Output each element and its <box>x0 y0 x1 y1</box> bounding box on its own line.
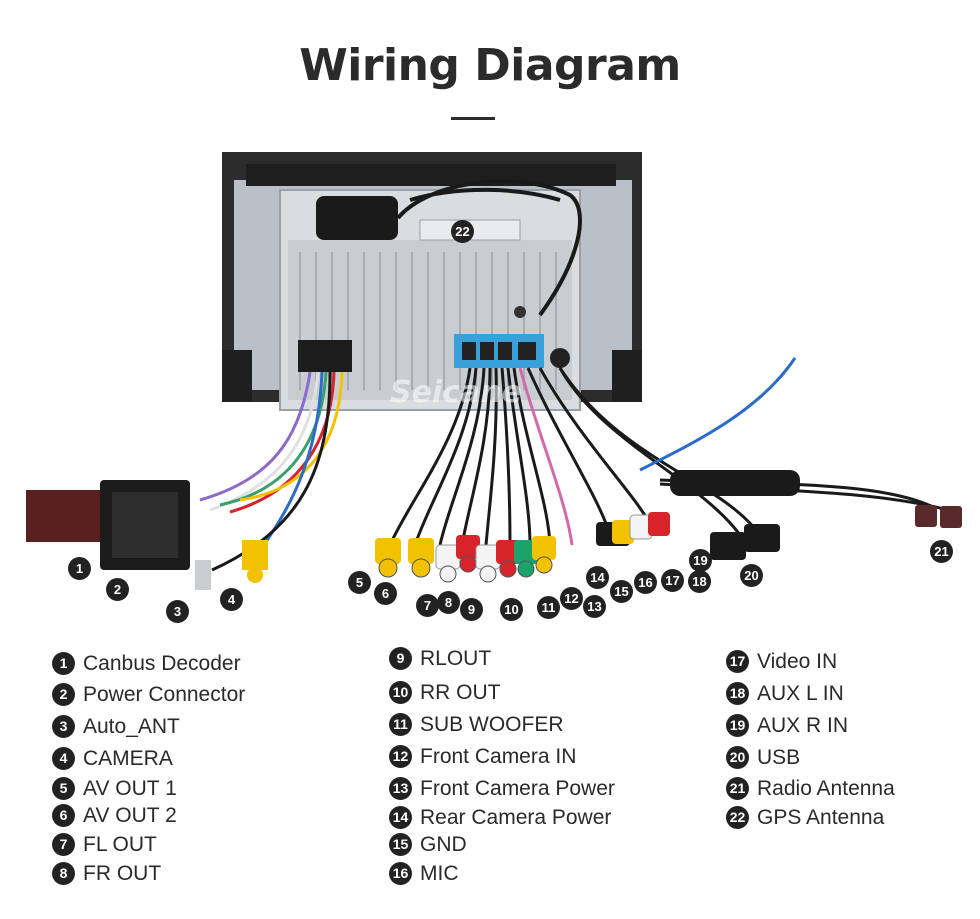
diagram-callout-badge: 7 <box>416 594 439 617</box>
legend-label: CAMERA <box>83 747 173 770</box>
legend-label: MIC <box>420 862 459 885</box>
legend-label: Radio Antenna <box>757 777 895 800</box>
legend-number-badge: 1 <box>52 652 75 675</box>
diagram-callout-badge: 14 <box>586 566 609 589</box>
diagram-callout-badge: 5 <box>348 571 371 594</box>
diagram-callout-badge: 8 <box>437 591 460 614</box>
title-underline <box>451 117 495 120</box>
legend-label: Canbus Decoder <box>83 652 241 675</box>
legend-number-badge: 10 <box>389 681 412 704</box>
legend-label: SUB WOOFER <box>420 713 564 736</box>
legend-label: GPS Antenna <box>757 806 885 829</box>
legend-number-badge: 17 <box>726 650 749 673</box>
legend-number-badge: 4 <box>52 747 75 770</box>
diagram-callout-badge: 19 <box>689 549 712 572</box>
diagram-callout-badge: 17 <box>661 569 684 592</box>
legend-number-badge: 18 <box>726 682 749 705</box>
legend-number-badge: 14 <box>389 806 412 829</box>
diagram-callout-badge: 1 <box>68 557 91 580</box>
legend-label: USB <box>757 746 801 769</box>
legend-label: AUX L IN <box>757 682 844 705</box>
legend-number-badge: 21 <box>726 777 749 800</box>
diagram-callout-badge: 9 <box>460 598 483 621</box>
legend-label: Front Camera IN <box>420 745 577 768</box>
diagram-callout-badge: 4 <box>220 588 243 611</box>
diagram-callout-badge: 20 <box>740 564 763 587</box>
watermark-text: Seicane <box>390 375 522 410</box>
legend-label: FL OUT <box>83 833 157 856</box>
diagram-callout-badge: 6 <box>374 582 397 605</box>
legend-label: AUX R IN <box>757 714 849 737</box>
legend-label: Rear Camera Power <box>420 806 612 829</box>
legend-number-badge: 13 <box>389 777 412 800</box>
legend-label: AV OUT 2 <box>83 804 177 827</box>
legend-number-badge: 20 <box>726 746 749 769</box>
legend-number-badge: 15 <box>389 833 412 856</box>
legend-label: Power Connector <box>83 683 246 706</box>
diagram-callout-badge: 22 <box>451 220 474 243</box>
legend-number-badge: 5 <box>52 777 75 800</box>
legend-number-badge: 3 <box>52 715 75 738</box>
legend-label: RLOUT <box>420 647 492 670</box>
legend-label: RR OUT <box>420 681 501 704</box>
legend-number-badge: 11 <box>389 713 412 736</box>
diagram-callout-badge: 10 <box>500 598 523 621</box>
legend-number-badge: 16 <box>389 862 412 885</box>
legend-number-badge: 2 <box>52 683 75 706</box>
head-unit-illustration: Seicane <box>26 152 962 590</box>
legend-label: Auto_ANT <box>83 715 180 738</box>
diagram-callout-badge: 18 <box>688 570 711 593</box>
diagram-callout-badge: 12 <box>560 587 583 610</box>
diagram-callout-badge: 11 <box>537 596 560 619</box>
legend-label: AV OUT 1 <box>83 777 177 800</box>
legend-label: Front Camera Power <box>420 777 615 800</box>
legend-number-badge: 8 <box>52 862 75 885</box>
legend-number-badge: 22 <box>726 806 749 829</box>
diagram-callout-badge: 16 <box>634 571 657 594</box>
rca-plugs <box>375 470 962 583</box>
legend-number-badge: 6 <box>52 804 75 827</box>
diagram-callout-badge: 15 <box>610 580 633 603</box>
legend-number-badge: 7 <box>52 833 75 856</box>
gps-antenna-puck <box>316 179 582 317</box>
diagram-callout-badge: 3 <box>166 600 189 623</box>
legend-number-badge: 9 <box>389 647 412 670</box>
harness-wires <box>199 371 344 572</box>
canbus-and-power-connector <box>26 480 268 590</box>
legend-label: Video IN <box>757 650 838 673</box>
legend-label: FR OUT <box>83 862 162 885</box>
legend-label: GND <box>420 833 467 856</box>
diagram-callout-badge: 13 <box>583 595 606 618</box>
diagram-callout-badge: 2 <box>106 578 129 601</box>
legend-number-badge: 19 <box>726 714 749 737</box>
diagram-callout-badge: 21 <box>930 540 953 563</box>
page-title: Wiring Diagram <box>299 40 681 91</box>
legend-number-badge: 12 <box>389 745 412 768</box>
wiring-diagram-illustration: Seicane <box>0 140 980 640</box>
